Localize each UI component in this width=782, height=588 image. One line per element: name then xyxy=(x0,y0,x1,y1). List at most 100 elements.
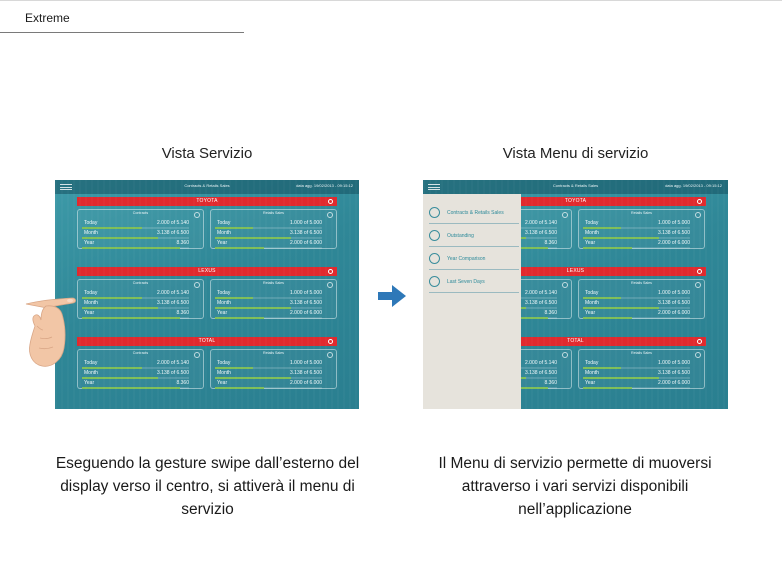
check-icon[interactable] xyxy=(328,269,333,274)
row-year: Year 8.360 xyxy=(82,310,199,320)
progress-bar xyxy=(215,317,264,319)
row-label: Year xyxy=(217,380,228,386)
row-value: 2.000 of 6.000 xyxy=(290,310,322,316)
caption-menu: Il Menu di servizio permette di muoversi… xyxy=(438,455,712,518)
card-title: Contracts xyxy=(132,351,149,355)
app-header: Contracts & Retails Sales data agg. 19/0… xyxy=(55,180,359,194)
row-label: Today xyxy=(585,360,599,366)
menu-item-label: Year Comparison xyxy=(447,256,486,262)
card-retails: Retails Sales Today 1.000 of 5.000 Month… xyxy=(578,349,705,389)
menu-icon[interactable] xyxy=(428,184,440,190)
expand-icon[interactable] xyxy=(562,352,568,358)
row-value: 2.000 of 6.000 xyxy=(658,380,690,386)
row-label: Today xyxy=(217,360,231,366)
row-label: Month xyxy=(585,230,599,236)
card-title: Retails Sales xyxy=(263,281,284,285)
row-today: Today 2.000 of 5.140 xyxy=(82,220,199,230)
row-year: Year 2.000 of 6.000 xyxy=(215,310,332,320)
section-title: LEXUS xyxy=(198,268,216,274)
swipe-hand-icon xyxy=(25,297,76,367)
progress-bar xyxy=(583,227,621,229)
progress-bar xyxy=(583,377,659,379)
check-icon[interactable] xyxy=(697,199,702,204)
expand-icon[interactable] xyxy=(695,212,701,218)
right-arrow-icon xyxy=(378,285,406,307)
section-title: TOTAL xyxy=(567,338,584,344)
row-label: Month xyxy=(84,230,98,236)
row-value: 2.000 of 5.140 xyxy=(157,360,189,366)
expand-icon[interactable] xyxy=(695,352,701,358)
row-label: Year xyxy=(217,240,228,246)
expand-icon[interactable] xyxy=(194,212,200,218)
expand-icon[interactable] xyxy=(194,352,200,358)
row-value: 1.000 of 5.000 xyxy=(658,360,690,366)
progress-bar xyxy=(583,237,659,239)
progress-track xyxy=(215,317,322,319)
app-title: Contracts & Retails Sales xyxy=(184,183,230,188)
expand-icon[interactable] xyxy=(562,282,568,288)
progress-bar xyxy=(82,317,180,319)
progress-track xyxy=(583,367,690,369)
check-icon[interactable] xyxy=(697,339,702,344)
menu-item-outstanding[interactable]: Outstanding xyxy=(429,225,519,247)
row-value: 3.138 of 6.500 xyxy=(290,370,322,376)
progress-bar xyxy=(215,247,264,249)
row-value: 2.000 of 5.140 xyxy=(157,220,189,226)
row-month: Month 3.138 of 6.500 xyxy=(583,370,700,380)
row-value: 1.000 of 5.000 xyxy=(658,290,690,296)
row-label: Today xyxy=(585,290,599,296)
row-value: 2.000 of 5.140 xyxy=(525,360,557,366)
expand-icon[interactable] xyxy=(695,282,701,288)
progress-bar xyxy=(82,387,180,389)
row-month: Month 3.138 of 6.500 xyxy=(583,230,700,240)
row-label: Month xyxy=(84,300,98,306)
row-year: Year 8.360 xyxy=(82,380,199,390)
row-value: 8.360 xyxy=(176,310,189,316)
document-label: Extreme xyxy=(25,11,70,25)
check-icon[interactable] xyxy=(697,269,702,274)
row-month: Month 3.138 of 6.500 xyxy=(215,300,332,310)
row-label: Year xyxy=(585,380,596,386)
menu-item-contracts[interactable]: Contracts & Retails Sales xyxy=(429,202,519,224)
row-value: 2.000 of 6.000 xyxy=(290,380,322,386)
year-comparison-icon xyxy=(429,253,440,264)
row-label: Year xyxy=(585,240,596,246)
progress-track xyxy=(583,297,690,299)
row-value: 8.360 xyxy=(176,380,189,386)
progress-bar xyxy=(82,297,142,299)
row-today: Today 1.000 of 5.000 xyxy=(215,290,332,300)
expand-icon[interactable] xyxy=(327,212,333,218)
contracts-icon xyxy=(429,207,440,218)
menu-icon[interactable] xyxy=(60,184,72,190)
row-value: 2.000 of 6.000 xyxy=(290,240,322,246)
row-value: 8.360 xyxy=(544,310,557,316)
row-value: 8.360 xyxy=(544,380,557,386)
expand-icon[interactable] xyxy=(194,282,200,288)
progress-bar xyxy=(215,367,253,369)
section-title: LEXUS xyxy=(566,268,585,274)
expand-icon[interactable] xyxy=(562,212,568,218)
progress-bar xyxy=(583,297,621,299)
row-value: 2.000 of 6.000 xyxy=(658,240,690,246)
expand-icon[interactable] xyxy=(327,352,333,358)
card-title: Contracts xyxy=(132,281,149,285)
progress-track xyxy=(583,387,690,389)
row-today: Today 1.000 of 5.000 xyxy=(583,360,700,370)
row-month: Month 3.138 of 6.500 xyxy=(82,230,199,240)
check-icon[interactable] xyxy=(328,199,333,204)
row-value: 3.138 of 6.500 xyxy=(525,370,557,376)
row-today: Today 2.000 of 5.140 xyxy=(82,360,199,370)
row-label: Today xyxy=(217,220,231,226)
progress-track xyxy=(215,367,322,369)
row-label: Year xyxy=(585,310,596,316)
menu-item-last-seven-days[interactable]: Last Seven Days xyxy=(429,271,519,293)
row-value: 3.138 of 6.500 xyxy=(157,230,189,236)
menu-item-year-comparison[interactable]: Year Comparison xyxy=(429,248,519,270)
progress-bar xyxy=(583,317,632,319)
row-value: 3.138 of 6.500 xyxy=(290,230,322,236)
expand-icon[interactable] xyxy=(327,282,333,288)
section-band-total: TOTAL xyxy=(445,337,706,346)
check-icon[interactable] xyxy=(328,339,333,344)
card-retails: Retails Sales Today 1.000 of 5.000 Month… xyxy=(210,349,337,389)
row-label: Month xyxy=(585,370,599,376)
